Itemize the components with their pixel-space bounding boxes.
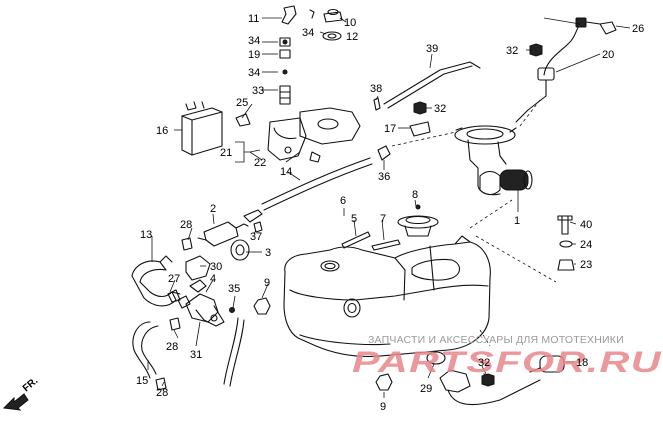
callout-32-harness: 32 xyxy=(506,45,518,57)
callout-31: 31 xyxy=(190,349,202,361)
callout-35: 35 xyxy=(228,283,240,295)
watermark-brand: PARTSFOR.RU xyxy=(352,346,662,379)
callout-6: 6 xyxy=(340,195,346,207)
callout-26: 26 xyxy=(632,23,644,35)
callout-8: 8 xyxy=(412,189,418,201)
callout-28-mid: 28 xyxy=(166,341,178,353)
callout-32-lower: 32 xyxy=(478,357,490,369)
nut-upper xyxy=(413,101,427,115)
drain-hose xyxy=(132,321,151,379)
callout-2: 2 xyxy=(210,203,216,215)
vent-tube-stack xyxy=(279,5,297,105)
callout-24: 24 xyxy=(580,239,592,251)
front-direction-indicator: FR. xyxy=(2,375,41,411)
nut-harness xyxy=(529,43,543,57)
front-arrow-icon xyxy=(2,393,29,411)
leader-lines xyxy=(147,17,631,398)
charcoal-canister xyxy=(181,101,223,156)
nut-lower xyxy=(481,373,495,387)
callout-27: 27 xyxy=(168,273,180,285)
baffle-rods xyxy=(341,231,401,251)
clip-37 xyxy=(253,221,263,233)
cap-and-washer xyxy=(309,8,343,41)
screw-25 xyxy=(235,113,251,127)
callout-10: 10 xyxy=(344,17,356,29)
clip-28-upper xyxy=(181,237,193,251)
callout-18: 18 xyxy=(576,357,588,369)
callout-15: 15 xyxy=(136,375,148,387)
fuel-valve xyxy=(177,279,225,327)
front-direction-label: FR. xyxy=(21,375,41,394)
callout-13: 13 xyxy=(140,229,152,241)
callout-40: 40 xyxy=(580,219,592,231)
callout-39: 39 xyxy=(426,43,438,55)
mounting-bracket xyxy=(409,121,431,137)
fuel-hose-main xyxy=(261,157,371,205)
rivet-35 xyxy=(229,307,235,313)
callout-34-top: 34 xyxy=(248,35,260,47)
hose-clip xyxy=(373,97,381,111)
fuel-pump-assembly xyxy=(454,125,533,196)
callout-19: 19 xyxy=(248,49,260,61)
callout-37: 37 xyxy=(250,231,262,243)
callout-7: 7 xyxy=(380,213,386,225)
o-ring xyxy=(426,351,446,365)
callout-38: 38 xyxy=(370,83,382,95)
callout-21: 21 xyxy=(220,147,232,159)
wiring-harness xyxy=(515,17,617,123)
callout-9-lower: 9 xyxy=(380,401,386,413)
clip-28-lower xyxy=(155,377,167,391)
vent-hose xyxy=(223,317,239,385)
drain-hose-edge xyxy=(141,325,159,375)
callout-30: 30 xyxy=(210,261,222,273)
clip-28-mid xyxy=(169,317,181,331)
callout-12: 12 xyxy=(346,31,358,43)
callout-11: 11 xyxy=(248,13,259,25)
callout-3: 3 xyxy=(265,247,271,259)
collar-lower xyxy=(375,373,393,391)
callout-32-upper: 32 xyxy=(434,103,446,115)
grommet xyxy=(230,239,250,261)
callout-14: 14 xyxy=(280,166,292,178)
callout-9-upper: 9 xyxy=(264,277,270,289)
callout-25: 25 xyxy=(236,97,248,109)
callout-16: 16 xyxy=(156,125,168,137)
callout-23: 23 xyxy=(580,259,592,271)
callout-4: 4 xyxy=(210,273,216,285)
evap-valve-bracket xyxy=(267,107,361,163)
callout-34-mid: 34 xyxy=(248,67,260,79)
stay-30 xyxy=(185,255,211,281)
callout-28-upper: 28 xyxy=(180,219,192,231)
callout-20: 20 xyxy=(602,49,614,61)
callout-28-lower: 28 xyxy=(156,387,168,399)
watermark: ЗАПЧАСТИ И АКСЕССУАРЫ ДЛЯ МОТОТЕХНИКИ PA… xyxy=(352,334,662,379)
callout-33: 33 xyxy=(252,85,264,97)
callout-36: 36 xyxy=(378,171,390,183)
fuel-hose-main-edge xyxy=(263,163,373,211)
clamp-27 xyxy=(167,289,181,303)
callout-numbers: 1 2 3 4 5 6 7 8 9 9 10 11 12 13 14 15 16… xyxy=(136,13,644,413)
callout-17: 17 xyxy=(384,123,396,135)
callout-1: 1 xyxy=(514,215,520,227)
hose-clamp xyxy=(377,145,391,161)
fuel-gauge-sender xyxy=(397,204,439,237)
callout-29: 29 xyxy=(420,383,432,395)
collar-upper xyxy=(253,297,271,315)
vent-hose-edge xyxy=(229,319,245,387)
callout-5: 5 xyxy=(351,213,357,225)
clip-34-a xyxy=(279,37,291,47)
breather-hose-edge xyxy=(387,65,473,109)
fuel-filter xyxy=(197,209,263,247)
watermark-caption: ЗАПЧАСТИ И АКСЕССУАРЫ ДЛЯ МОТОТЕХНИКИ xyxy=(368,334,624,346)
callout-22: 22 xyxy=(254,157,266,169)
bolt-washer-stack xyxy=(557,215,575,271)
callout-34-cap: 34 xyxy=(302,27,314,39)
fuel-tank xyxy=(283,235,491,358)
breather-hose xyxy=(383,61,481,105)
